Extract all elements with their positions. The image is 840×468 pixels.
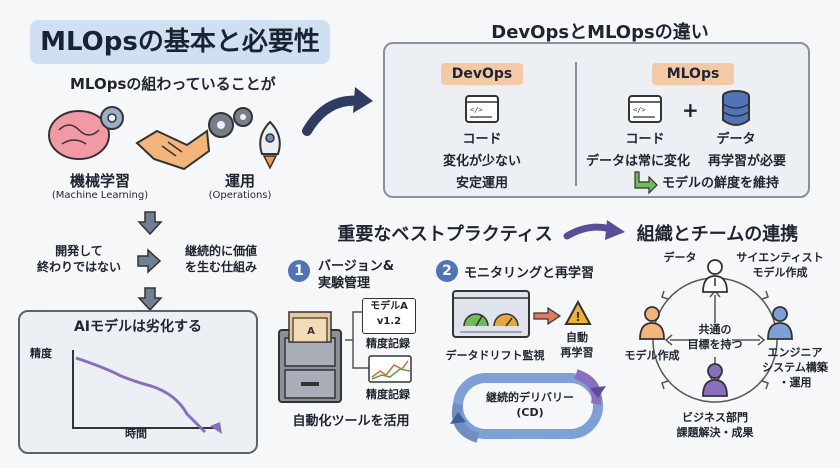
gears-icon [208,107,253,138]
model-maker-person-icon [639,306,665,340]
step-2-title: モニタリングと再学習 [464,266,595,281]
plus-sign: + [682,98,699,122]
org-title: 組織とチームの連携 [636,224,799,245]
org-engineer: エンジニア システム構築 ・運用 [762,346,828,389]
compare-divider [575,62,577,186]
scientist-person-icon [702,259,728,293]
org-common: 共通の 目標を持つ [687,323,743,351]
svg-text:</>: </> [633,106,646,114]
svg-text:A: A [307,326,315,337]
ml-sub: (Machine Learning) [51,190,149,201]
record-2: 精度記録 [366,388,410,401]
degradation-chart [72,350,222,434]
svg-text:</>: </> [470,106,483,114]
ops-label: 運用 [224,172,255,190]
cd-text: 継続的デリバリー (CD) [486,391,574,419]
business-person-icon [702,363,728,397]
org-model-make: モデル作成 [624,349,680,362]
step-2-badge: 2 [436,260,458,282]
chart-xlabel: 時間 [125,427,147,440]
value-text: 継続的に価値 を生む仕組み [184,244,257,274]
step-1-badge: 1 [288,260,310,282]
subtitle: MLOpsの組わっていることが [70,75,276,93]
down-arrow-icon-2 [137,287,163,312]
monitor-dashboard-icon [452,290,530,338]
org-data-label: データ [663,251,697,264]
org-biz: ビジネス部門 課題解決・成果 [676,411,754,439]
green-arrow-icon [634,171,658,195]
drift-text: データドリフト監視 [445,349,545,362]
mlops-l3: モデルの鮮度を維持 [662,176,780,191]
ops-sub: (Operations) [208,190,272,201]
code-window-icon-2: </> [628,95,662,123]
not-end-text: 開発して 終わりではない [36,244,121,274]
devops-chip: DevOps [441,63,523,85]
curved-arrow-icon [302,87,373,136]
model-card: モデルA v1.2 [362,298,416,334]
engineer-person-icon [767,306,793,340]
ml-label: 機械学習 [69,172,130,190]
database-icon [722,90,750,126]
file-cabinet-icon: A [278,311,342,403]
mlops-data: データ [716,132,756,147]
tools-text: 自動化ツールを活用 [292,414,410,429]
chart-title: AIモデルは劣化する [73,319,203,335]
brain-gear-icon [48,106,124,160]
chart-doc-icon [368,355,412,383]
svg-text:!: ! [575,310,580,324]
mlops-code: コード [625,132,665,147]
down-arrow-icon [137,211,163,236]
devops-l3: 安定運用 [455,176,508,191]
code-window-icon: </> [465,95,499,123]
step-1-title: バージョン& 実験管理 [318,259,395,291]
org-scientist: サイエンティスト モデル作成 [736,251,824,279]
mlops-chip: MLOps [652,63,734,85]
rocket-icon [259,120,281,170]
warning-icon: ! [564,299,592,325]
devops-l1: コード [462,132,502,147]
compare-title: DevOpsとMLOpsの違い [491,22,709,43]
chart-ylabel: 精度 [30,347,52,360]
devops-l2: 変化が少ない [442,154,521,169]
handshake-icon [135,129,211,171]
best-title: 重要なベストプラクティス [337,224,553,245]
mlops-l2: 再学習が必要 [707,154,786,169]
red-arrow-icon [533,306,562,326]
retrain-text: 自動 再学習 [560,331,594,359]
right-arrow-icon [137,248,162,274]
record-1: 精度記録 [366,337,410,350]
mlops-l1: データは常に変化 [585,154,690,169]
purple-arrow-icon [563,220,625,240]
page-title: MLOpsの基本と必要性 [30,20,330,64]
cd-loop-icon [450,369,606,443]
